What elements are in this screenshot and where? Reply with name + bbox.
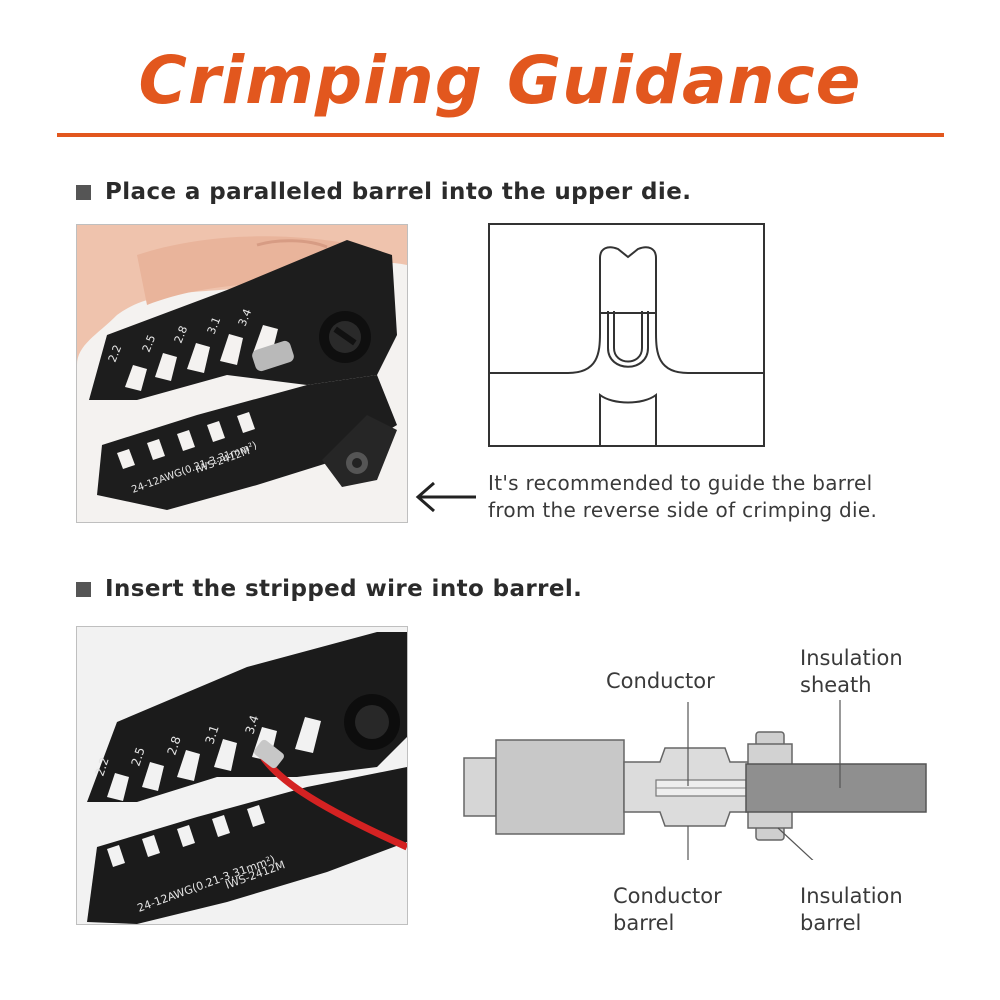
size-label: 2.5	[129, 745, 148, 767]
page-title: Crimping Guidance	[138, 42, 862, 119]
note-line-2: from the reverse side of crimping die.	[488, 498, 878, 522]
arrow-left-icon	[415, 481, 476, 513]
size-label: 2.2	[93, 755, 112, 777]
size-label: 3.4	[236, 307, 255, 328]
label-insulation-sheath-2: sheath	[800, 673, 872, 697]
label-conductor-barrel-2: barrel	[613, 911, 675, 935]
size-label: 3.1	[203, 723, 222, 745]
step-2-heading: Insert the stripped wire into barrel.	[76, 574, 582, 604]
square-bullet-icon	[76, 581, 91, 597]
label-conductor: Conductor	[606, 669, 715, 693]
size-label: 2.5	[140, 333, 159, 354]
label-insulation-barrel-2: barrel	[800, 911, 862, 935]
die-cross-section-diagram	[488, 223, 765, 447]
terminal-diagram	[463, 700, 927, 860]
size-label: 2.8	[165, 734, 184, 756]
square-bullet-icon	[76, 184, 91, 200]
note-line-1: It's recommended to guide the barrel	[488, 471, 873, 495]
label-conductor-barrel-1: Conductor	[613, 884, 722, 908]
label-insulation-sheath-1: Insulation	[800, 646, 903, 670]
crimper-photo-2: 2.2 2.5 2.8 3.1 3.4 24-12AWG(0.21-3.31mm…	[76, 626, 408, 925]
crimper-photo-1: 2.2 2.5 2.8 3.1 3.4 24-12AWG(0.21-3.31mm…	[76, 224, 408, 523]
size-label: 2.2	[106, 343, 125, 364]
guidance-note: It's recommended to guide the barrel fro…	[488, 470, 877, 524]
title-divider	[57, 133, 944, 137]
step-1-heading: Place a paralleled barrel into the upper…	[76, 177, 691, 207]
size-label: 2.8	[172, 324, 191, 345]
size-label: 3.4	[243, 713, 262, 735]
step-2-text: Insert the stripped wire into barrel.	[105, 576, 583, 602]
size-label: 3.1	[205, 315, 224, 336]
step-1-text: Place a paralleled barrel into the upper…	[105, 179, 692, 205]
label-insulation-barrel-1: Insulation	[800, 884, 903, 908]
